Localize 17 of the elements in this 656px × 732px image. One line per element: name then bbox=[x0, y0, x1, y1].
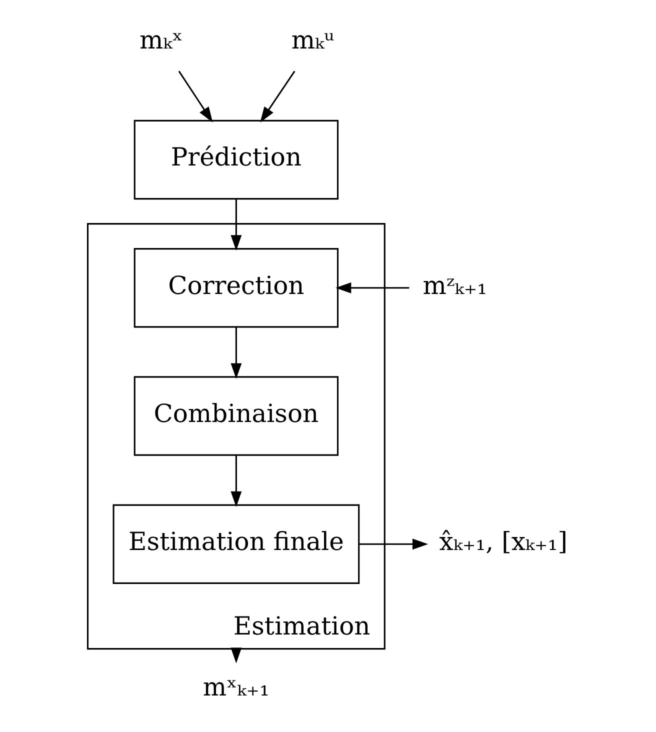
arrow bbox=[230, 648, 242, 664]
arrow bbox=[230, 455, 242, 508]
node-text: mᶻₖ₊₁ bbox=[422, 270, 488, 300]
node-text: mₖˣ bbox=[139, 25, 183, 54]
node-text: mˣₖ₊₁ bbox=[202, 672, 270, 702]
node-box: Combinaison bbox=[134, 376, 339, 456]
arrow bbox=[260, 70, 296, 123]
arrow bbox=[336, 282, 410, 294]
node-box: Prédiction bbox=[134, 120, 339, 200]
arrow bbox=[230, 326, 242, 379]
arrow bbox=[230, 198, 242, 251]
node-text: x̂ₖ₊₁, [xₖ₊₁] bbox=[439, 527, 568, 556]
arrow bbox=[359, 538, 428, 550]
node-box: Estimation finale bbox=[112, 504, 360, 584]
arrow bbox=[178, 70, 213, 123]
node-text: mₖᵘ bbox=[291, 25, 334, 54]
node-box: Correction bbox=[134, 248, 339, 328]
